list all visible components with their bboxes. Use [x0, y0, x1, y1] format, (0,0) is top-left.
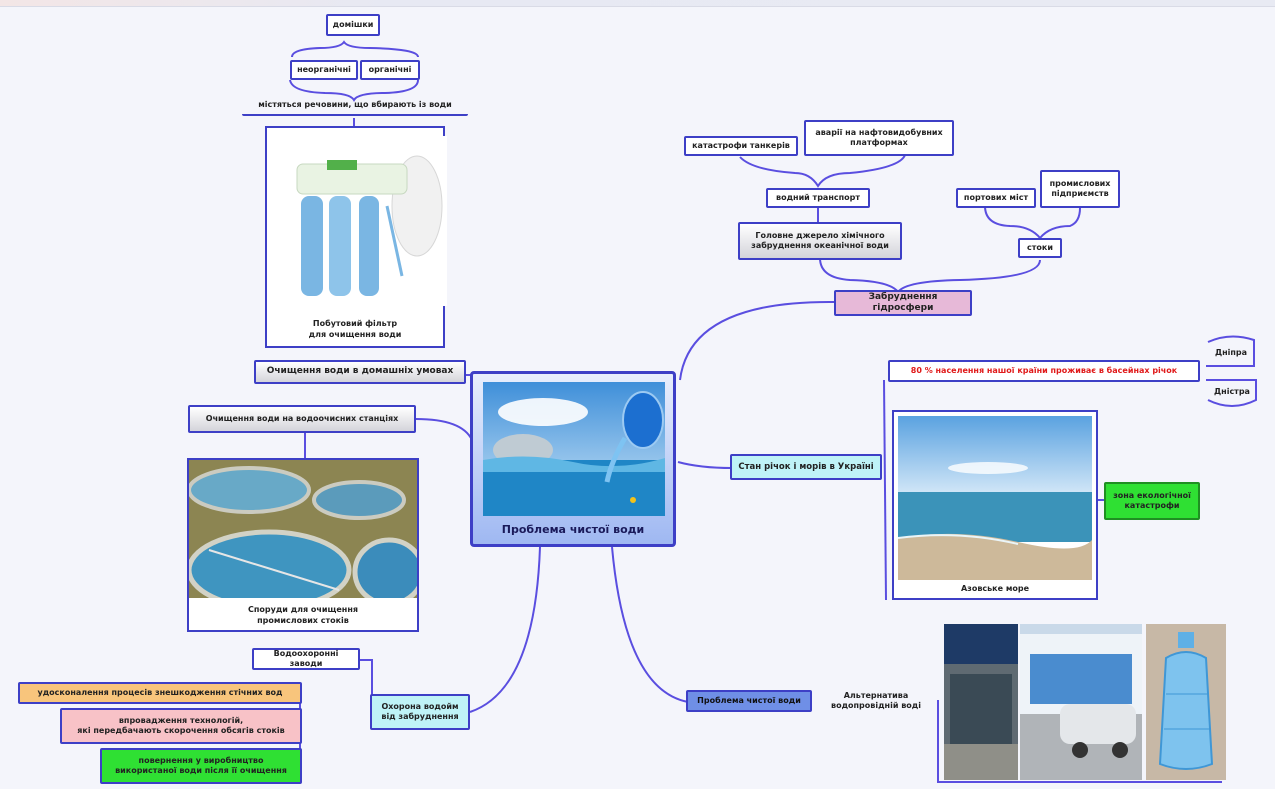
- inorganic-node[interactable]: неорганічні: [290, 60, 358, 80]
- central-node[interactable]: Проблема чистої води: [470, 371, 676, 547]
- hydrosphere-pollution-node[interactable]: Забруднення гідросфери: [834, 290, 972, 316]
- stations-caption: Споруди для очищення промислових стоків: [248, 605, 358, 625]
- impurities-node[interactable]: домішки: [326, 14, 380, 36]
- dnipro-node[interactable]: Дніпра: [1214, 348, 1248, 357]
- water-filter-image: [287, 136, 447, 306]
- link-label-photos: [937, 700, 1222, 783]
- alternative-tap-water-label[interactable]: Альтернатива водопровідній воді: [831, 691, 921, 710]
- water-kiosk-image: [944, 624, 1018, 780]
- link-source-pollution: [819, 257, 1041, 294]
- water-transport-node[interactable]: водний транспорт: [766, 188, 870, 208]
- azov-sea-card[interactable]: Азовське море: [892, 410, 1098, 600]
- water-protection-plants-node[interactable]: Водоохоронні заводи: [252, 648, 360, 670]
- protection-node[interactable]: Охорона водойм від забруднення: [370, 694, 470, 730]
- link-central-pollution: [679, 300, 837, 381]
- port-cities-node[interactable]: портових міст: [956, 188, 1036, 208]
- rivers-seas-state-node[interactable]: Стан річок і морів в Україні: [730, 454, 882, 480]
- chemical-pollution-source-node[interactable]: Головне джерело хімічного забруднення ок…: [738, 222, 902, 260]
- stations-card[interactable]: Споруди для очищення промислових стоків: [187, 458, 419, 632]
- ecological-catastrophe-zone-node[interactable]: зона екологічної катастрофи: [1104, 482, 1200, 520]
- link-dnipro: [1206, 335, 1255, 367]
- link-stations-central: [415, 418, 473, 441]
- population-basins-node[interactable]: 80 % населення нашої країни проживає в б…: [888, 360, 1200, 382]
- alternative-clean-water-node[interactable]: Проблема чистої води: [686, 690, 812, 712]
- filter-caption: Побутовий фільтр для очищення води: [308, 319, 402, 339]
- central-title: Проблема чистої води: [501, 523, 645, 536]
- oil-platform-accidents-node[interactable]: аварії на нафтовидобувних платформах: [804, 120, 954, 156]
- water-reuse-node[interactable]: повернення у виробництво використаної во…: [100, 748, 302, 784]
- link-central-protection: [469, 546, 541, 713]
- industrial-enterprises-node[interactable]: промислових підприємств: [1040, 170, 1120, 208]
- link-port-runoff: [984, 205, 1081, 240]
- link-rivers-photo: [883, 379, 887, 601]
- water-bottle-image: [1146, 624, 1226, 780]
- filter-card[interactable]: Побутовий фільтр для очищення води: [265, 126, 447, 348]
- link-central-alternative: [611, 546, 689, 703]
- home-purification-node[interactable]: Очищення води в домашніх умовах: [254, 360, 466, 384]
- tanker-catastrophes-node[interactable]: катастрофи танкерів: [684, 136, 798, 156]
- water-truck-image: [1020, 624, 1142, 780]
- link-tanker-platform: [739, 154, 906, 188]
- stations-node[interactable]: Очищення води на водоочисних станціях: [188, 405, 416, 433]
- treatment-plant-image: [189, 460, 417, 598]
- link-dnister: [1206, 379, 1257, 407]
- azov-sea-image: [898, 416, 1092, 580]
- dnister-node[interactable]: Дністра: [1214, 387, 1250, 396]
- link-central-rivers: [677, 461, 733, 469]
- brace-impurities: [291, 40, 419, 58]
- link-contains-filter: [289, 79, 419, 103]
- water-splash-image: [483, 382, 665, 516]
- azov-sea-caption: Азовське море: [960, 583, 1030, 593]
- contains-node[interactable]: містяться речовини, що вбирають із води: [242, 96, 468, 116]
- organic-node[interactable]: органічні: [360, 60, 420, 80]
- window-top-bar: [0, 0, 1275, 7]
- wastewater-neutralization-node[interactable]: удосконалення процесів знешкодження стіч…: [18, 682, 302, 704]
- runoff-node[interactable]: стоки: [1018, 238, 1062, 258]
- reduced-runoff-tech-node[interactable]: впровадження технологій, які передбачают…: [60, 708, 302, 744]
